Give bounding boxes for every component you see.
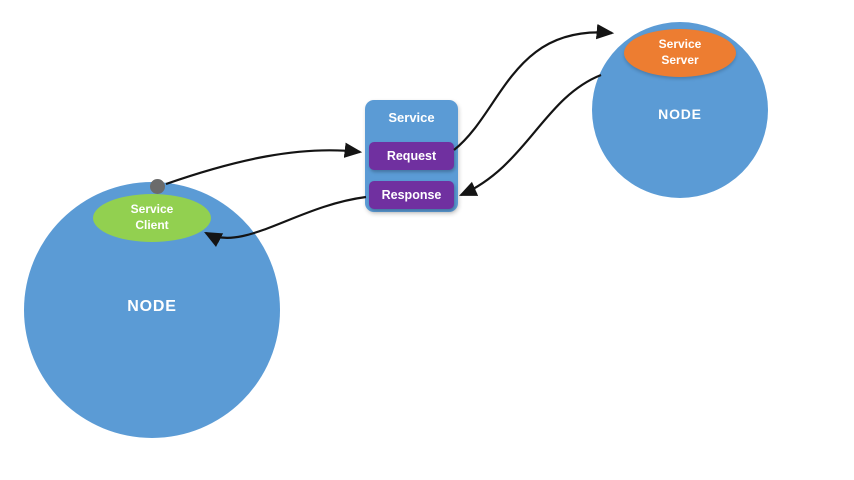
connection-dot (150, 179, 165, 194)
service-client-label-line1: Service (130, 202, 174, 217)
right-node-label: NODE (658, 106, 702, 122)
service-title: Service (388, 110, 435, 125)
right-node-circle: Service Server NODE (592, 22, 768, 198)
service-server-label-line2: Server (661, 53, 699, 67)
service-client-ellipse: Service Client (93, 194, 211, 242)
arrow-request-to-server (453, 23, 615, 151)
request-box: Request (369, 142, 454, 170)
response-box: Response (369, 181, 454, 209)
service-server-ellipse: Service Server (624, 29, 736, 77)
arrow-client-to-request (165, 142, 363, 186)
arrow-server-to-response (458, 73, 602, 197)
service-box: Service Request Response (365, 100, 458, 212)
service-server-label-line1: Service (658, 37, 702, 52)
left-node-label: NODE (127, 298, 177, 315)
service-client-label-line2: Client (135, 218, 169, 232)
